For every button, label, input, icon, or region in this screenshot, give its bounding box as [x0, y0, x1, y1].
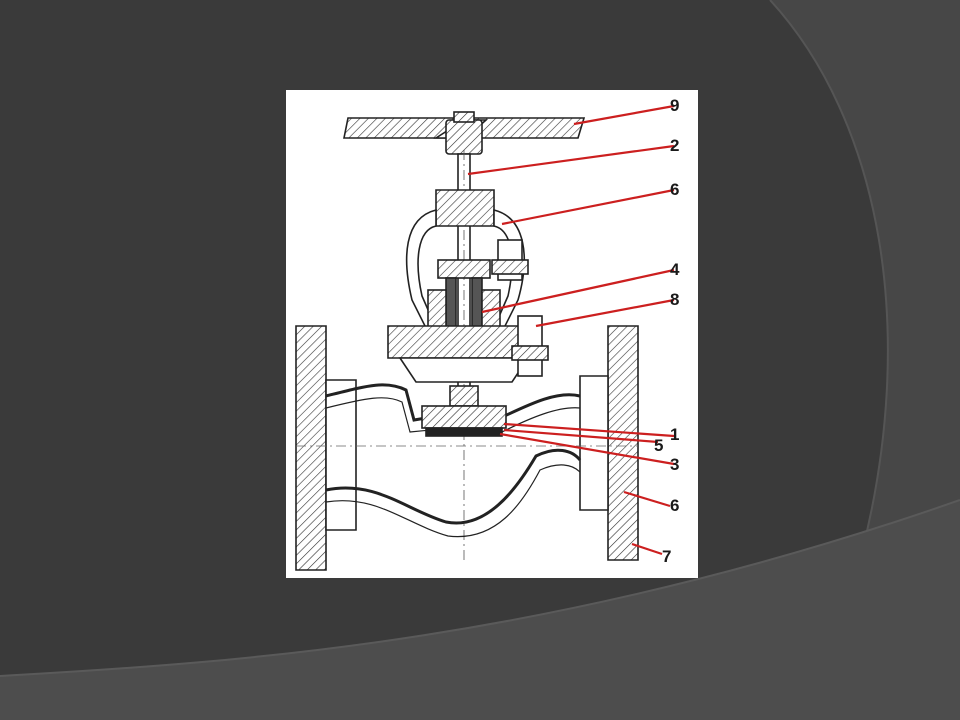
- callout-9: 9: [670, 96, 679, 115]
- callout-3: 3: [670, 455, 679, 474]
- valve-diagram-figure: 9 2 6 4 8 1 5 3 6 7: [286, 90, 698, 578]
- valve-body: [295, 325, 639, 571]
- callout-6-lower: 6: [670, 496, 679, 515]
- bottom-band: [0, 500, 960, 720]
- bottom-band-edge: [0, 499, 960, 677]
- yoke: [405, 189, 529, 329]
- callout-5: 5: [654, 436, 663, 455]
- callout-6-upper: 6: [670, 180, 679, 199]
- leader-9: [573, 104, 675, 126]
- leader-8: [535, 298, 675, 328]
- callout-7: 7: [662, 547, 671, 566]
- leader-3: [499, 432, 675, 466]
- leader-1: [503, 422, 675, 438]
- callout-leaders: [467, 104, 675, 556]
- leader-7: [631, 542, 663, 556]
- disc-and-seat: [421, 385, 507, 437]
- leader-4: [481, 268, 675, 314]
- leader-5: [503, 428, 659, 444]
- leader-6a: [501, 188, 675, 226]
- callout-1: 1: [670, 425, 679, 444]
- callout-4: 4: [670, 260, 680, 279]
- globe-valve-drawing: 9 2 6 4 8 1 5 3 6 7: [295, 96, 680, 571]
- gland-and-packing: [427, 259, 501, 341]
- leader-2: [467, 144, 675, 176]
- handwheel: [343, 111, 586, 155]
- callout-8: 8: [670, 290, 679, 309]
- callout-2: 2: [670, 136, 679, 155]
- bonnet: [387, 315, 549, 383]
- leader-6b: [623, 490, 671, 508]
- callout-labels: 9 2 6 4 8 1 5 3 6 7: [654, 96, 680, 566]
